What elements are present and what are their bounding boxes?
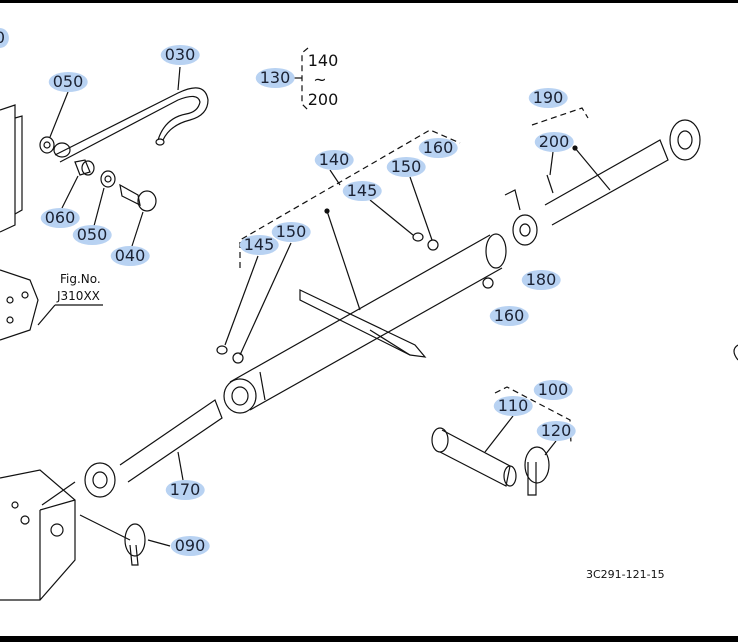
callout-050[interactable]: 050 (48, 72, 88, 92)
hitch-block (0, 469, 76, 601)
callout-145[interactable]: 145 (342, 181, 382, 201)
figure-code: 3C291-121-15 (586, 568, 665, 581)
callout-030[interactable]: 030 (160, 45, 200, 65)
pin-110 (431, 415, 517, 487)
callout-150[interactable]: 150 (386, 157, 426, 177)
range-to: 200 (307, 90, 339, 109)
fig-ref-label: Fig.No. (60, 272, 101, 286)
callout-140[interactable]: 140 (314, 150, 354, 170)
callout-060[interactable]: 060 (40, 208, 80, 228)
fig-ref-number[interactable]: J310XX (57, 289, 100, 303)
top-link-tube (223, 233, 507, 414)
top-border (0, 0, 738, 3)
range-tilde: ~ (313, 70, 327, 89)
callout-partial[interactable]: 0 (0, 28, 10, 48)
range-from: 140 (307, 51, 339, 70)
lynch-pin-090 (79, 514, 171, 566)
callout-200[interactable]: 200 (534, 132, 574, 152)
callout-120[interactable]: 120 (536, 421, 576, 441)
callout-190[interactable]: 190 (528, 88, 568, 108)
bottom-border (0, 636, 738, 642)
hook-030 (53, 66, 209, 163)
threaded-rod-190 (504, 119, 701, 246)
threaded-rod-170 (84, 399, 223, 498)
callout-180[interactable]: 180 (521, 270, 561, 290)
callout-150[interactable]: 150 (271, 222, 311, 242)
callout-090[interactable]: 090 (170, 536, 210, 556)
lynch-pin-120 (524, 440, 557, 496)
callout-050[interactable]: 050 (72, 225, 112, 245)
callout-170[interactable]: 170 (165, 480, 205, 500)
callout-130[interactable]: 130 (255, 68, 295, 88)
callout-100[interactable]: 100 (533, 380, 573, 400)
callout-160[interactable]: 160 (489, 306, 529, 326)
bracket-plate (0, 104, 39, 341)
callout-145[interactable]: 145 (239, 235, 279, 255)
callout-040[interactable]: 040 (110, 246, 150, 266)
callout-160[interactable]: 160 (418, 138, 458, 158)
callout-110[interactable]: 110 (493, 396, 533, 416)
